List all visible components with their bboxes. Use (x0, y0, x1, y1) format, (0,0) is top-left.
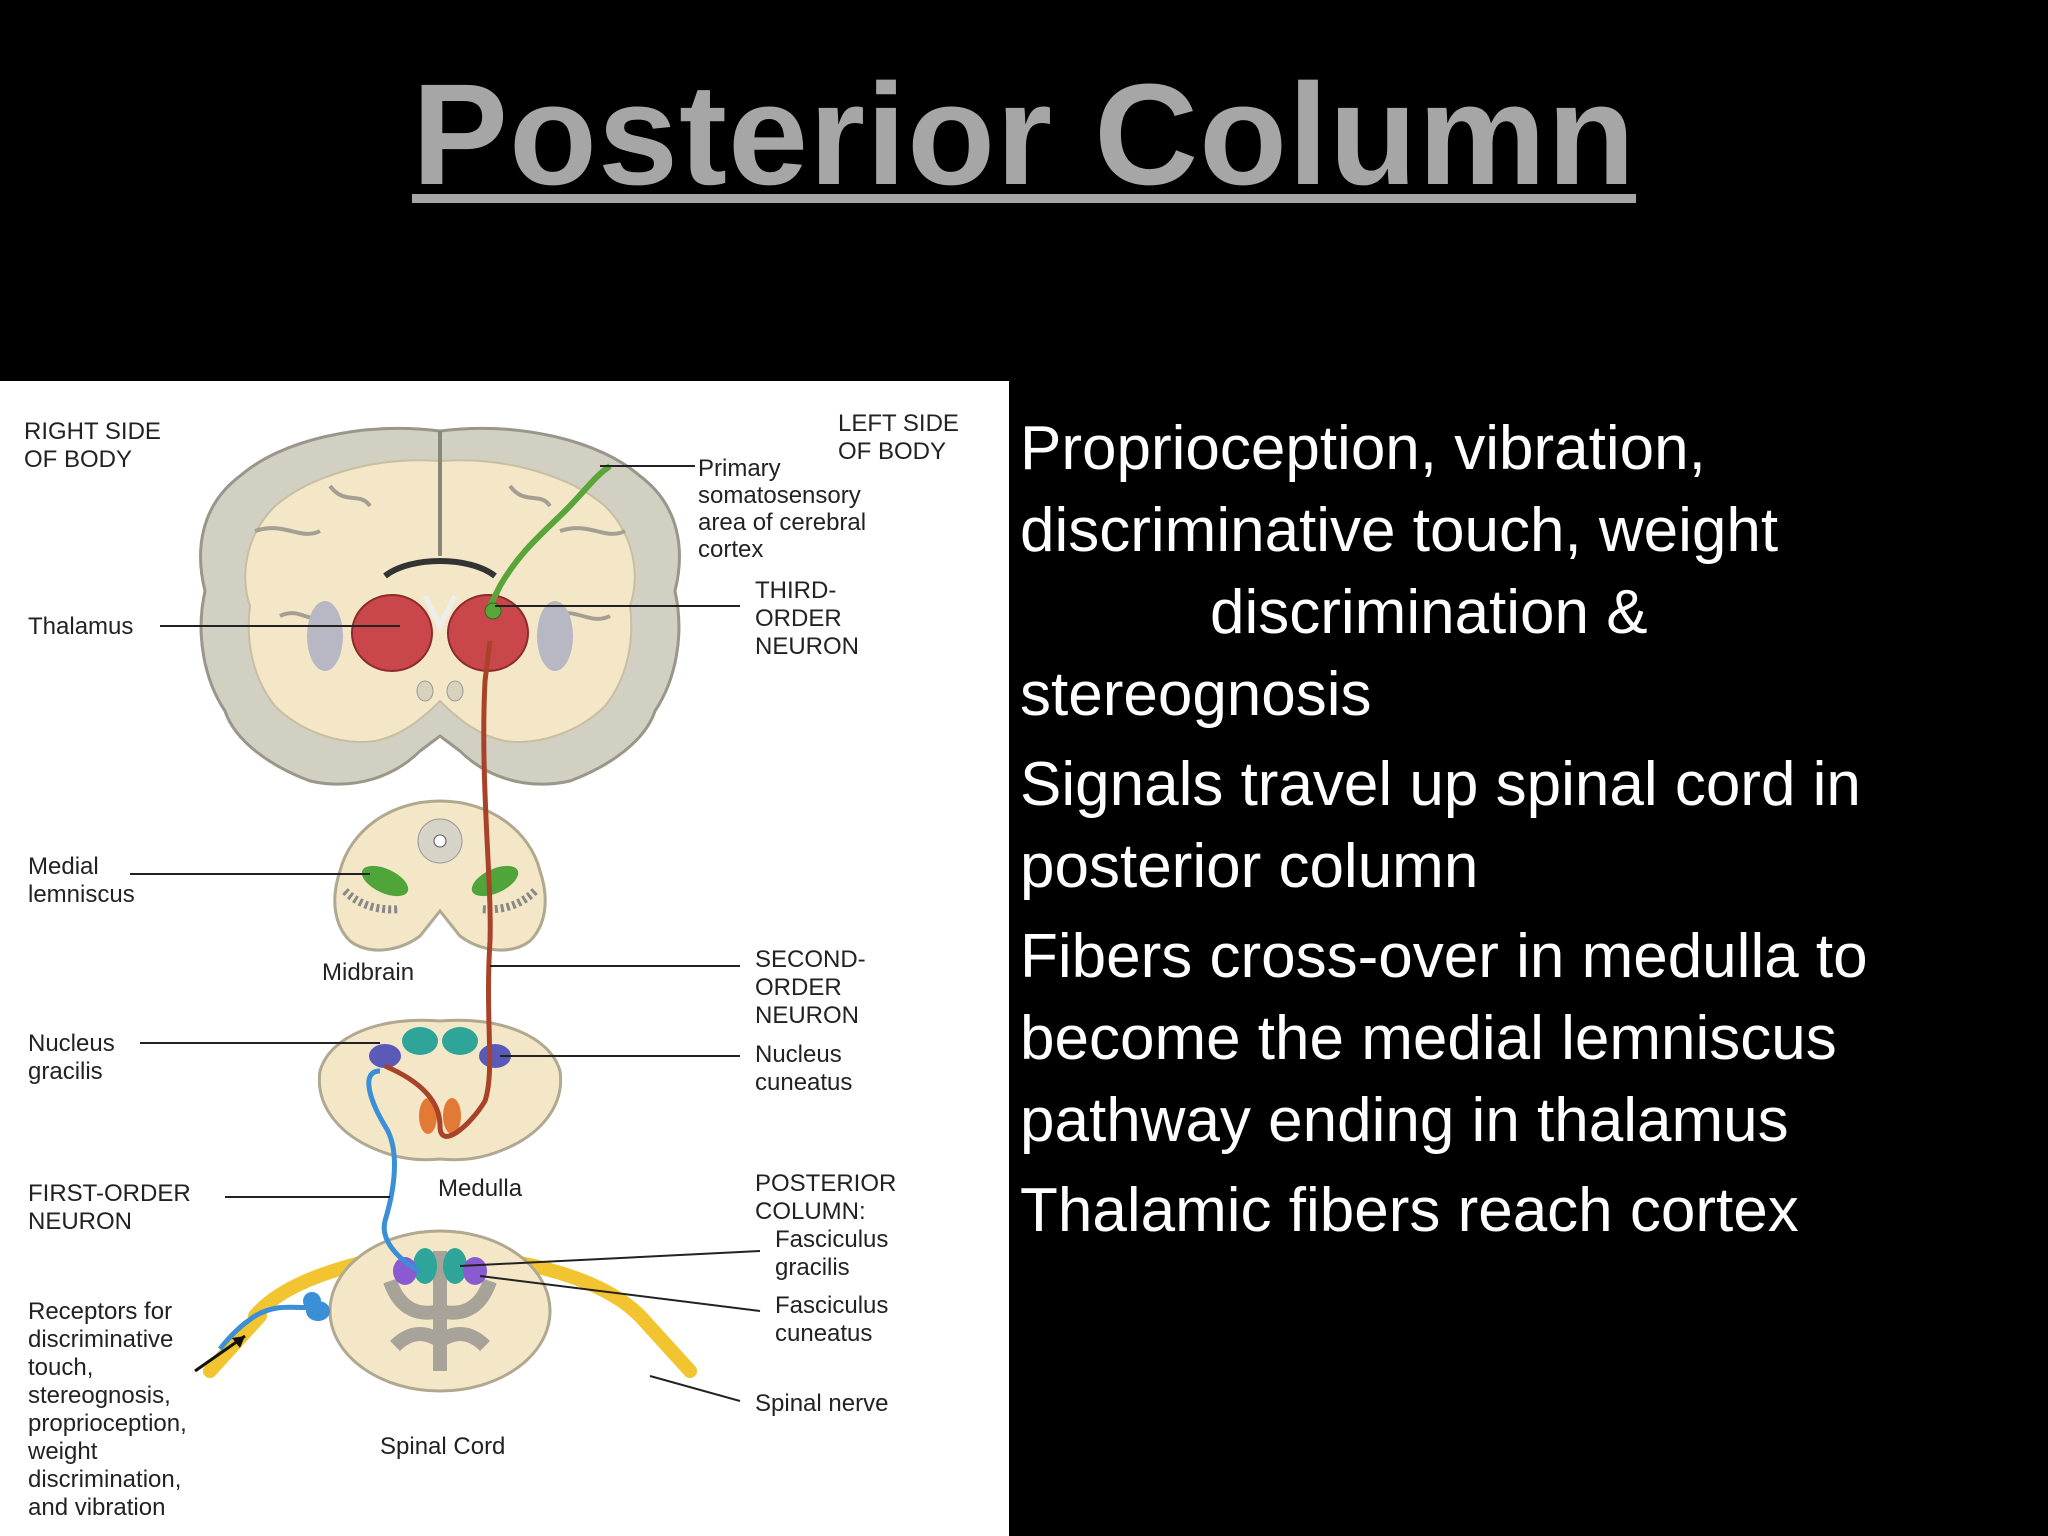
primary-cortex-label-1: Primary (698, 455, 781, 482)
fasciculus-cuneatus-label-2: cuneatus (775, 1320, 872, 1347)
nucleus-cuneatus-label-1: Nucleus (755, 1041, 842, 1068)
medial-lemniscus-label-1: Medial (28, 853, 99, 880)
second-order-label-2: ORDER (755, 974, 842, 1001)
second-order-label-1: SECOND- (755, 946, 866, 973)
primary-cortex-label-2: somatosensory (698, 482, 861, 509)
nucleus-gracilis-label-2: gracilis (28, 1058, 103, 1085)
receptors-label-1: Receptors for (28, 1298, 172, 1325)
right-side-label-2: OF BODY (24, 446, 132, 473)
receptors-label-5: proprioception, (28, 1410, 187, 1437)
third-order-neuron-path (487, 463, 612, 608)
receptors-label-4: stereognosis, (28, 1382, 171, 1409)
posterior-column-diagram: RIGHT SIDE OF BODY LEFT SIDE OF BODY Pri… (0, 381, 1009, 1536)
bullet-list: Proprioception, vibration, discriminativ… (1020, 408, 2030, 1252)
midbrain-label: Midbrain (322, 959, 414, 986)
medulla-section (317, 1018, 563, 1162)
second-order-label-3: NEURON (755, 1002, 859, 1029)
receptor-arrowhead (232, 1336, 245, 1348)
bullet-item: Proprioception, vibration, discriminativ… (1020, 414, 1779, 565)
right-side-label-1: RIGHT SIDE (24, 418, 161, 445)
bullet-item: Fibers cross-over in medulla to become t… (1020, 922, 1868, 1155)
receptors-label-8: and vibration (28, 1494, 165, 1521)
primary-cortex-label-4: cortex (698, 536, 763, 563)
first-order-label-1: FIRST-ORDER (28, 1180, 191, 1207)
first-order-label-2: NEURON (28, 1208, 132, 1235)
posterior-column-label-1: POSTERIOR (755, 1170, 896, 1197)
leader-lines (130, 465, 761, 1402)
first-order-neuron-path (218, 1068, 422, 1351)
midbrain-section (333, 799, 547, 952)
left-side-label-1: LEFT SIDE (838, 410, 959, 437)
spinal-cord-label: Spinal Cord (380, 1433, 505, 1460)
third-order-label-2: ORDER (755, 605, 842, 632)
slide-title: Posterior Column (411, 54, 1637, 215)
medulla-label: Medulla (438, 1175, 523, 1202)
left-side-label-2: OF BODY (838, 438, 946, 465)
thalamus-label: Thalamus (28, 613, 133, 640)
receptors-label-6: weight (27, 1438, 98, 1465)
nucleus-gracilis-label-1: Nucleus (28, 1030, 115, 1057)
second-order-neuron-path (384, 640, 493, 1139)
nucleus-cuneatus-label-2: cuneatus (755, 1069, 852, 1096)
bullet-item: Thalamic fibers reach cortex (1020, 1176, 1799, 1245)
receptors-label-2: discriminative (28, 1326, 173, 1353)
bullet-item-continuation: discrimination & (1210, 578, 1648, 647)
fasciculus-gracilis-label-2: gracilis (775, 1254, 850, 1281)
third-order-label-3: NEURON (755, 633, 859, 660)
medial-lemniscus-label-2: lemniscus (28, 881, 135, 908)
fasciculus-cuneatus-label-1: Fasciculus (775, 1292, 888, 1319)
posterior-column-label-2: COLUMN: (755, 1198, 866, 1225)
fasciculus-gracilis-label-1: Fasciculus (775, 1226, 888, 1253)
spinal-cord-section (203, 1229, 697, 1393)
third-order-label-1: THIRD- (755, 577, 836, 604)
primary-cortex-label-3: area of cerebral (698, 509, 866, 536)
receptors-label-3: touch, (28, 1354, 93, 1381)
bullet-item: Signals travel up spinal cord in posteri… (1020, 750, 1861, 901)
bullet-item-continuation: stereognosis (1020, 660, 1372, 729)
diagram-svg: RIGHT SIDE OF BODY LEFT SIDE OF BODY Pri… (24, 410, 959, 1521)
spinal-nerve-label: Spinal nerve (755, 1390, 888, 1417)
receptors-label-7: discrimination, (28, 1466, 181, 1493)
